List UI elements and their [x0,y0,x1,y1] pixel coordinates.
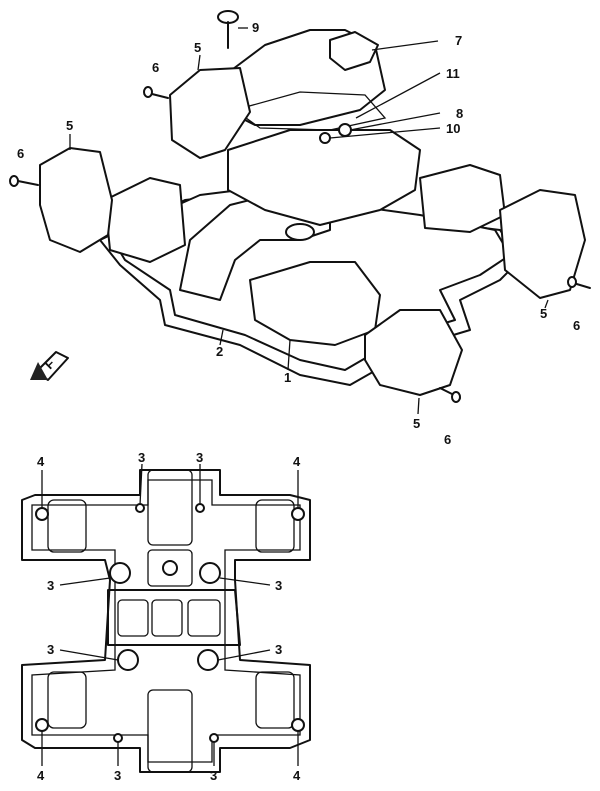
cam-pocket-tr [255,499,295,553]
callout-3-mid-left-1: 3 [47,578,54,593]
gasket-plan-view: 4 3 3 4 3 3 3 3 4 3 3 4 [21,450,311,783]
front-direction-arrow: F [30,351,69,381]
seal-rings [109,560,221,671]
callout-6-right: 6 [573,318,580,333]
leader-lines-lower [41,463,299,766]
callout-10: 10 [446,121,460,136]
callout-4-bottom-right: 4 [293,768,301,783]
callout-7: 7 [455,33,462,48]
callout-9: 9 [252,20,259,35]
seal-8 [338,123,352,137]
seal-ring [199,562,221,584]
callout-3-mid-right-2: 3 [275,642,282,657]
leader-lines-upper [69,27,549,415]
callout-3-bottom-left: 3 [114,768,121,783]
cam-pocket-bl [47,671,87,729]
callout-5-front: 5 [413,416,420,431]
cam-end-cap-front [364,309,463,396]
seal-ring [117,649,139,671]
left-cam-bulge [104,177,186,263]
cam-end-cap-left [39,147,113,253]
seal-ring [162,560,178,576]
callout-4-bottom-left: 4 [37,768,45,783]
screw-6-right [567,276,591,289]
callout-6-front: 6 [444,432,451,447]
center-pipe-bottom [147,689,193,773]
callout-3-mid-right-1: 3 [275,578,282,593]
cam-end-cap-top [169,67,251,159]
callout-6-top: 6 [152,60,159,75]
callout-2: 2 [216,344,223,359]
callout-3-top-left: 3 [138,450,145,465]
seal-10 [319,132,331,144]
exploded-assembly-view: 9 7 5 6 11 8 5 10 6 5 6 2 1 5 6 F [9,10,591,447]
callout-3-mid-left-2: 3 [47,642,54,657]
seal-ring [109,562,131,584]
callout-5-left: 5 [66,118,73,133]
callout-4-top-left: 4 [37,454,45,469]
callout-4-top-right: 4 [293,454,301,469]
seal-ring [197,649,219,671]
callout-3-bottom-right: 3 [210,768,217,783]
center-plate [107,589,241,646]
bolt-9 [217,10,239,49]
callout-6-left: 6 [17,146,24,161]
callout-5-right: 5 [540,306,547,321]
head-cover-gasket-outline [21,469,311,773]
callout-1: 1 [284,370,291,385]
screw-6-left [9,175,39,187]
bolt-holes [35,503,305,743]
breather-gasket [233,91,387,131]
breather-cover-pipe [329,31,379,71]
screw-6-front [439,387,461,403]
callout-8: 8 [456,106,463,121]
head-cover-gasket-inner [31,479,301,763]
callout-3-top-right: 3 [196,450,203,465]
screw-6-top [143,86,169,99]
callout-5-top: 5 [194,40,201,55]
cam-pocket-br [255,671,295,729]
right-cam-bulge [419,164,506,233]
cam-end-cap-right [499,189,586,299]
callout-11: 11 [446,66,460,81]
cam-pocket-tl [47,499,87,553]
center-pipe-top [147,469,193,546]
